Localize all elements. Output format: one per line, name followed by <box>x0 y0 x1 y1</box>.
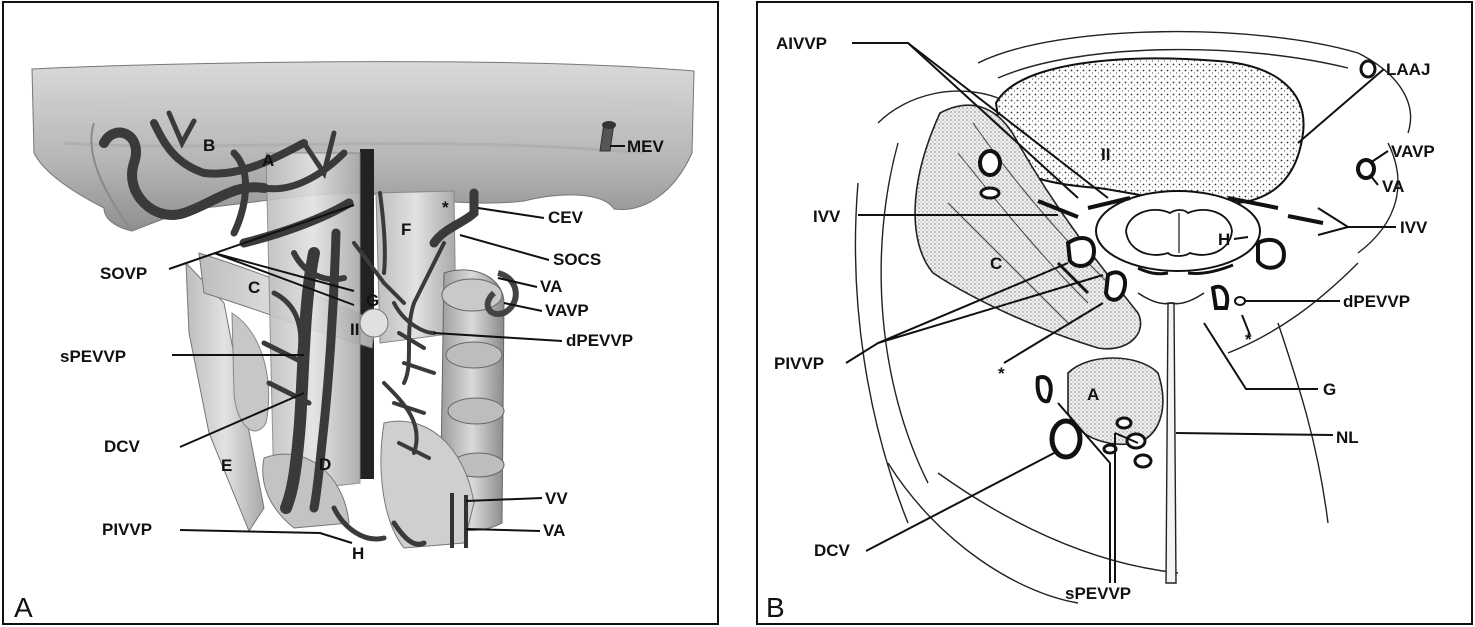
label-nl: NL <box>1336 428 1359 447</box>
panel-a-illustration: B A MEV F * CEV SOVP SOCS VA C G VAVP II… <box>14 61 695 623</box>
label-laaj: LAAJ <box>1386 60 1430 79</box>
panel-b-illustration: AIVVP LAAJ II VAVP VA IVV IVV H C dPEVVP… <box>766 30 1435 623</box>
label-e: E <box>221 456 232 475</box>
label-cev: CEV <box>548 208 584 227</box>
label-ii-a: II <box>350 320 359 339</box>
label-mev: MEV <box>627 137 665 156</box>
spinal-canal <box>1095 190 1261 272</box>
label-dpevvp-a: dPEVVP <box>566 331 633 350</box>
label-va-a-2: VA <box>543 521 565 540</box>
label-va-b: VA <box>1382 177 1404 196</box>
label-sovp: SOVP <box>100 264 147 283</box>
panel-b-leader-lines <box>845 42 1396 583</box>
panel-a-leader-lines <box>168 145 625 544</box>
panel-a: B A MEV F * CEV SOVP SOCS VA C G VAVP II… <box>2 1 719 625</box>
label-vavp-b: VAVP <box>1391 142 1435 161</box>
label-spevvp-b: sPEVVP <box>1065 584 1131 603</box>
label-f: F <box>401 220 411 239</box>
label-pivvp-b: PIVVP <box>774 354 824 373</box>
label-c: C <box>248 278 260 297</box>
atlas-vertebra <box>994 57 1305 205</box>
panel-b: AIVVP LAAJ II VAVP VA IVV IVV H C dPEVVP… <box>756 1 1473 625</box>
skull-base <box>31 61 695 232</box>
label-va-a-1: VA <box>540 277 562 296</box>
label-star-b-1: * <box>1245 330 1252 349</box>
panel-b-letter: B <box>766 592 785 623</box>
label-star-a: * <box>442 198 449 217</box>
label-ii-b: II <box>1101 145 1110 164</box>
muscle-a <box>1067 357 1164 445</box>
label-ivv-right: IVV <box>1400 218 1428 237</box>
label-c-b: C <box>990 254 1002 273</box>
nuchal-ligament <box>1137 292 1205 584</box>
outer-contours <box>854 30 1412 604</box>
panel-a-labels: B A MEV F * CEV SOVP SOCS VA C G VAVP II… <box>60 136 665 563</box>
panel-a-letter: A <box>14 592 33 623</box>
label-dcv-b: DCV <box>814 541 851 560</box>
label-dcv-a: DCV <box>104 437 141 456</box>
label-ivv-left: IVV <box>813 207 841 226</box>
label-pivvp-a: PIVVP <box>102 520 152 539</box>
label-g-b: G <box>1323 380 1336 399</box>
label-star-b-2: * <box>998 364 1005 383</box>
label-b: B <box>203 136 215 155</box>
label-spevvp-a: sPEVVP <box>60 347 126 366</box>
label-socs: SOCS <box>553 250 601 269</box>
label-h-a: H <box>352 544 364 563</box>
panel-b-labels: AIVVP LAAJ II VAVP VA IVV IVV H C dPEVVP… <box>774 34 1435 603</box>
label-a-b: A <box>1087 385 1099 404</box>
label-d: D <box>319 455 331 474</box>
label-aivvp: AIVVP <box>776 34 827 53</box>
label-g: G <box>366 291 379 310</box>
venous-structures <box>978 59 1377 469</box>
label-vv: VV <box>545 489 568 508</box>
label-a: A <box>262 151 274 170</box>
label-vavp-a: VAVP <box>545 301 589 320</box>
label-h-b: H <box>1218 230 1230 249</box>
mastoid-emissary-vein <box>599 121 616 152</box>
label-dpevvp-b: dPEVVP <box>1343 292 1410 311</box>
venous-plexus <box>99 110 479 547</box>
